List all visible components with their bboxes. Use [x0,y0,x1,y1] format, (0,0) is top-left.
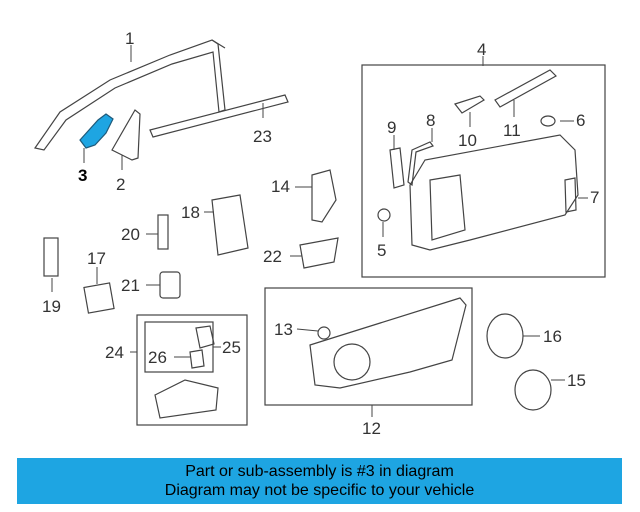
callout-15: 15 [567,371,586,390]
part-22-handle [299,237,339,269]
callout-17: 17 [87,249,106,268]
callout-21: 21 [121,276,140,295]
part-2-pillar-cover [111,109,141,161]
callout-3: 3 [78,166,87,185]
callout-12: 12 [362,419,381,438]
callout-4: 4 [477,40,486,59]
part-11-insert [494,69,557,108]
part-4-box [361,64,606,278]
part-24-box [136,314,248,426]
callout-14: 14 [271,177,290,196]
banner-line-2: Diagram may not be specific to your vehi… [164,482,475,499]
callout-5: 5 [377,241,386,260]
callout-26: 26 [148,348,167,367]
callout-19: 19 [42,297,61,316]
part-13-screw [317,326,331,340]
callout-10: 10 [458,131,477,150]
banner-line-1: Part or sub-assembly is #3 in diagram [185,463,454,480]
callout-24: 24 [105,343,124,362]
part-9-trim [389,147,405,189]
part-5-screw [377,208,391,222]
part-16-speaker-ring [486,313,524,359]
part-15-speaker-ring [514,369,552,411]
part-17-switch [83,282,115,314]
part-12-box [264,287,473,406]
part-10-insert [453,95,485,114]
callout-2: 2 [116,175,125,194]
callout-22: 22 [263,247,282,266]
part-3-highlighted [79,113,114,149]
part-4-door-panel [409,134,579,251]
part-8-strip [407,141,434,187]
callout-1: 1 [125,29,134,48]
part-12-door-trim [309,297,467,389]
callout-25: 25 [222,338,241,357]
callout-20: 20 [121,225,140,244]
callout-7: 7 [590,188,599,207]
callout-11: 11 [503,121,521,140]
part-20-switch [157,214,169,250]
info-banner: Part or sub-assembly is #3 in diagram Di… [17,458,622,504]
parts-diagram: 1 2 3 4 5 6 7 8 9 10 11 12 13 14 15 16 1… [33,29,606,438]
part-24-housing [154,379,219,419]
callout-16: 16 [543,327,562,346]
part-19-switch [43,237,59,277]
part-7-bracket [564,177,577,213]
callout-18: 18 [181,203,200,222]
callout-6: 6 [576,111,585,130]
part-21-switch [159,271,181,299]
callout-23: 23 [253,127,272,146]
callout-9: 9 [387,118,396,137]
part-14-cover [311,169,337,223]
callout-13: 13 [274,320,293,339]
callout-8: 8 [426,111,435,130]
part-1-pillar-trim [33,39,226,151]
part-23-molding [149,94,289,138]
part-18-switch-panel [211,194,249,256]
part-6-clip [540,115,556,127]
